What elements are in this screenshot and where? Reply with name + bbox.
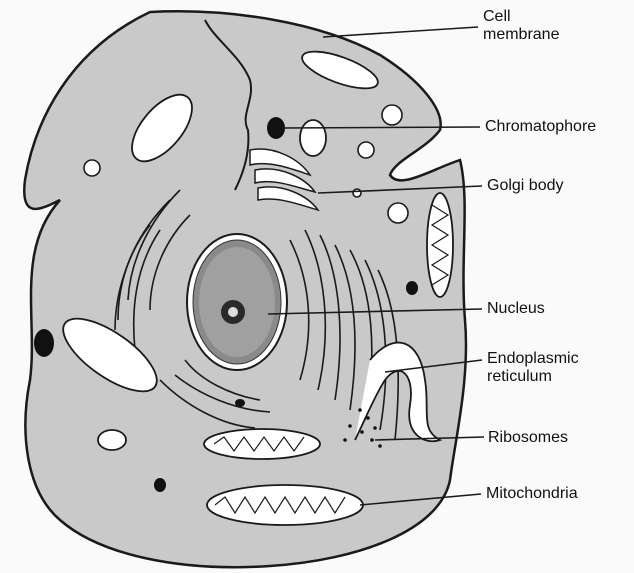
label-cell-membrane-line2: membrane <box>483 26 559 44</box>
label-cell-membrane: Cell membrane <box>483 8 559 44</box>
label-cell-membrane-line1: Cell <box>483 8 559 26</box>
mitochondrion <box>300 120 326 156</box>
label-er-line2: reticulum <box>487 368 579 386</box>
label-er-line1: Endoplasmic <box>487 350 579 368</box>
leader-chromatophore <box>282 127 480 128</box>
label-mitochondria: Mitochondria <box>486 485 578 503</box>
label-golgi-body: Golgi body <box>487 177 564 195</box>
label-nucleus: Nucleus <box>487 300 545 318</box>
chromatophore <box>34 329 54 357</box>
label-chromatophore: Chromatophore <box>485 118 596 136</box>
leader-cell-membrane <box>323 27 478 37</box>
chromatophore <box>235 399 245 407</box>
mitochondrion <box>204 429 320 459</box>
chromatophore <box>406 281 418 295</box>
label-endoplasmic-reticulum: Endoplasmic reticulum <box>487 350 579 386</box>
label-ribosomes: Ribosomes <box>488 429 568 447</box>
mitochondrion <box>98 430 126 450</box>
nucleus <box>187 234 287 370</box>
chromatophore <box>154 478 166 492</box>
